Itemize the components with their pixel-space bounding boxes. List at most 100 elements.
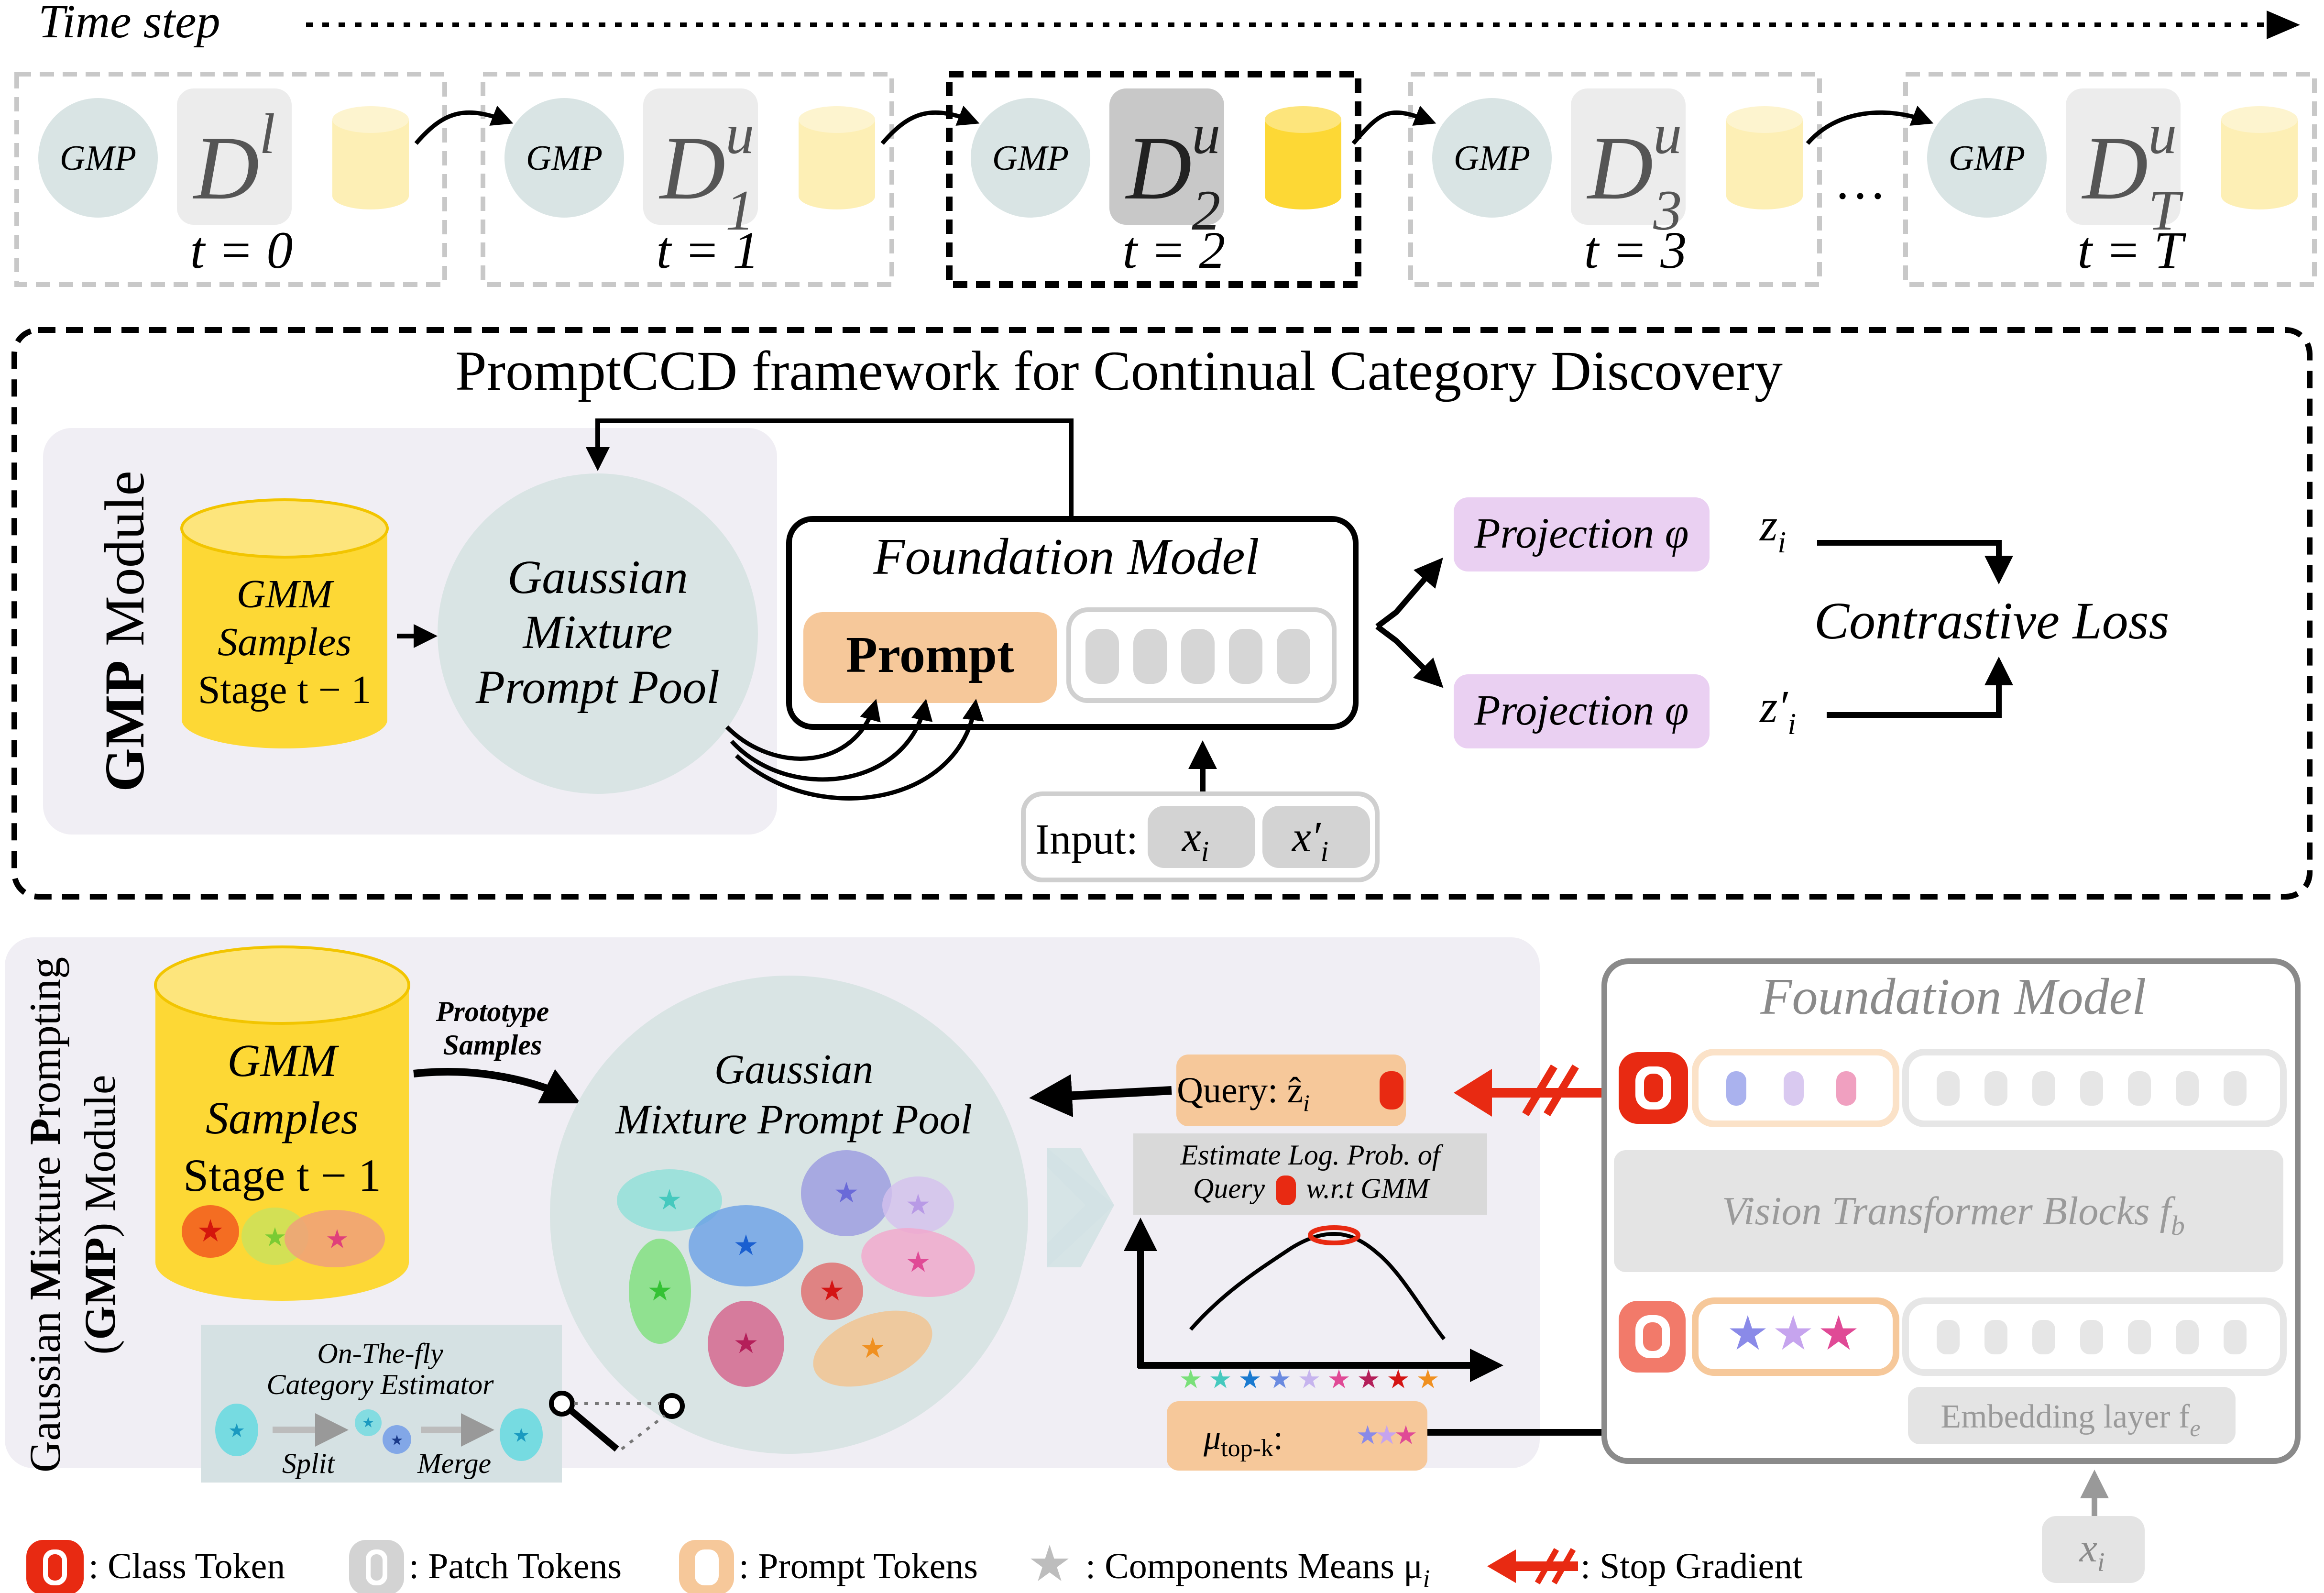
axis-star-icon xyxy=(1299,1369,1319,1388)
stage-arrow xyxy=(1351,105,1436,145)
feedback-arrow xyxy=(586,418,1074,519)
stage-arrow xyxy=(880,105,980,145)
detail-pool-text-1: Gaussian xyxy=(714,1046,874,1093)
axis-star-icon xyxy=(1359,1369,1379,1388)
patch-token xyxy=(2080,1071,2103,1106)
gmp-circle xyxy=(38,98,158,218)
framework-title: PromptCCD framework for Continual Catego… xyxy=(455,340,1783,402)
time-label: t = T xyxy=(2078,221,2187,279)
axis-star-icon xyxy=(1181,1369,1201,1388)
mu-topk-box xyxy=(1167,1401,1427,1471)
component-mean-star-icon xyxy=(821,1280,843,1301)
time-step-label: Time step xyxy=(38,0,220,48)
gmp-detail-panel: Gaussian Mixture Prompting (GMP) Module … xyxy=(5,937,1855,1483)
prompt-box xyxy=(803,612,1057,703)
gmp-circle xyxy=(971,98,1090,218)
legend-prompt-tokens: : Prompt Tokens xyxy=(739,1546,978,1586)
framework-panel: PromptCCD framework for Continual Catego… xyxy=(11,327,2313,900)
estimate-text-2: Query xyxy=(1193,1173,1265,1204)
dataset-cylinder xyxy=(1265,120,1341,209)
foundation-model-detail: Foundation Model Vision Transformer Bloc… xyxy=(1601,958,2301,1583)
patch-tokens xyxy=(1085,629,1310,684)
split-label: Split xyxy=(282,1448,335,1479)
input-x: xi xyxy=(1181,813,1209,867)
patch-token xyxy=(2128,1320,2151,1354)
detail-pool-text-2: Mixture Prompt Pool xyxy=(614,1097,972,1143)
prototype-text-2: Samples xyxy=(443,1029,542,1061)
projection-label-2: Projection φ xyxy=(1474,687,1689,734)
embedding-label: Embedding layer fe xyxy=(1940,1398,2200,1441)
gmp-circle xyxy=(504,98,624,218)
time-label: t = 3 xyxy=(1584,221,1687,279)
stage-arrow xyxy=(1806,105,1934,145)
gmm-detail-text-1: GMM xyxy=(227,1035,339,1086)
input-xprime: x′i xyxy=(1291,813,1328,867)
projection-box-1 xyxy=(1454,497,1710,571)
estimator-box xyxy=(201,1325,562,1483)
estimator-text-2: Category Estimator xyxy=(267,1369,494,1400)
gaussian-components xyxy=(617,1150,975,1387)
projection-box-2 xyxy=(1454,674,1710,748)
gmm-stars xyxy=(198,1219,347,1248)
axis-star-icon xyxy=(1329,1369,1349,1388)
axis-star-icon xyxy=(1240,1369,1260,1388)
legend-star-icon xyxy=(1030,1545,1069,1581)
axis-star-icon xyxy=(1418,1369,1438,1388)
dataset-label: Dl xyxy=(192,102,275,219)
patch-token xyxy=(2032,1320,2055,1354)
star-icon xyxy=(327,1229,347,1248)
star-icon xyxy=(229,1423,244,1437)
prompt-pool-circle xyxy=(438,473,758,794)
patch-token xyxy=(1133,629,1167,684)
vit-blocks xyxy=(1614,1150,2283,1272)
gmm-text-1: GMM xyxy=(237,572,335,616)
input-x-chip xyxy=(1148,806,1255,868)
gmp-label: GMP xyxy=(60,139,136,178)
merge-label: Merge xyxy=(417,1448,491,1479)
patch-token xyxy=(2032,1071,2055,1106)
star-icon xyxy=(1358,1425,1378,1444)
star-icon xyxy=(198,1219,222,1242)
component-mean-star-icon xyxy=(735,1234,757,1255)
contrastive-loss-label: Contrastive Loss xyxy=(1814,592,2170,650)
prompt-star-icon xyxy=(1775,1315,1812,1350)
estimator-text-1: On-The-fly xyxy=(317,1338,443,1369)
mu-topk-label: μtop-k: xyxy=(1203,1418,1283,1462)
legend-components-means: : Components Means μi xyxy=(1085,1546,1430,1593)
pool-text-1: Gaussian xyxy=(507,550,688,604)
embedding-layer xyxy=(1908,1387,2236,1444)
timeline: Time step xyxy=(38,0,2300,48)
fm-input-box xyxy=(2042,1516,2145,1583)
foundation-model-title: Foundation Model xyxy=(873,528,1260,585)
gmp-circle xyxy=(1432,98,1552,218)
legend-patch-tokens: : Patch Tokens xyxy=(409,1546,622,1586)
legend-star-icon xyxy=(1030,1545,1069,1581)
star-icon xyxy=(362,1417,374,1428)
dataset-cylinder xyxy=(2221,120,2298,209)
patch-token xyxy=(1085,629,1119,684)
component-mean-star-icon xyxy=(649,1280,671,1301)
prompt-label: Prompt xyxy=(846,626,1014,683)
legend-stop-gradient: : Stop Gradient xyxy=(1580,1546,1802,1586)
gmm-samples-cylinder: GMM Samples Stage t − 1 xyxy=(180,498,389,748)
patch-token xyxy=(2176,1320,2199,1354)
stage-arrow xyxy=(414,105,514,145)
zprime-label: z′i xyxy=(1759,681,1796,741)
projection-label-1: Projection φ xyxy=(1474,510,1689,557)
gmm-cylinder-detail: GMM Samples Stage t − 1 xyxy=(154,945,410,1301)
ellipsis: … xyxy=(1834,152,1886,210)
prompt-star-icon xyxy=(1729,1315,1766,1350)
axis-star-icon xyxy=(1210,1369,1230,1388)
star-icon xyxy=(391,1435,403,1445)
patch-token xyxy=(1984,1071,2007,1106)
star-icon xyxy=(265,1227,285,1246)
gmp-circle xyxy=(1927,98,2047,218)
query-box xyxy=(1176,1055,1406,1126)
patch-token xyxy=(2224,1320,2247,1354)
